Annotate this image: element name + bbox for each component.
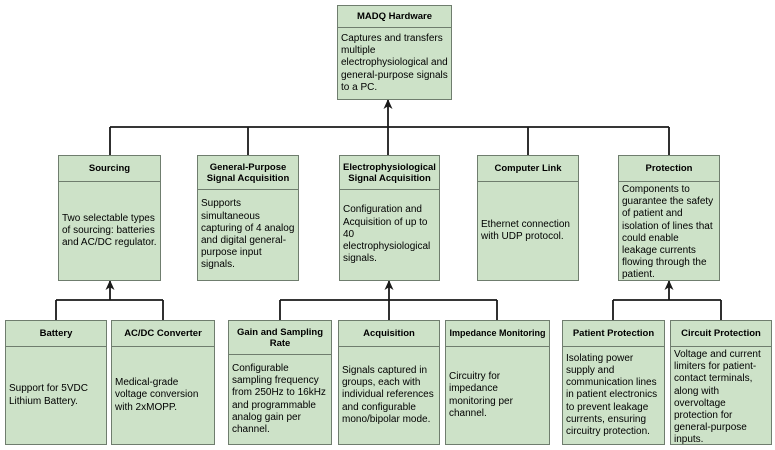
node-body: Configuration and Acquisition of up to 4… [343, 204, 431, 265]
node-title: Computer Link [478, 156, 578, 182]
node-body: Circuitry for impedance monitoring per c… [449, 371, 513, 419]
node-protection: Protection Components to guarantee the s… [618, 155, 720, 281]
arrow-up-icon [664, 280, 674, 290]
node-body: Two selectable types of sourcing: batter… [62, 212, 157, 249]
node-body: Ethernet connection with UDP protocol. [481, 218, 570, 242]
node-title: Circuit Protection [671, 321, 771, 347]
node-body: Signals captured in groups, each with in… [342, 364, 434, 425]
connector-protection-bus [612, 281, 722, 320]
node-title: Battery [6, 321, 106, 347]
node-body: Medical-grade voltage conversion with 2x… [115, 377, 199, 413]
node-body: Captures and transfers multiple electrop… [341, 32, 448, 93]
connector-electro-bus [279, 281, 498, 320]
node-body: Configurable sampling frequency from 250… [232, 362, 326, 435]
node-title: General-Purpose Signal Acquisition [198, 156, 298, 190]
node-gain-and-sampling-rate: Gain and Sampling Rate Configurable samp… [228, 320, 332, 445]
node-electrophysiological-signal-acquisition: Electrophysiological Signal Acquisition … [339, 155, 440, 281]
node-title: Acquisition [339, 321, 439, 347]
node-computer-link: Computer Link Ethernet connection with U… [477, 155, 579, 281]
node-title: Electrophysiological Signal Acquisition [340, 156, 439, 190]
node-title: MADQ Hardware [338, 6, 451, 28]
node-title: Impedance Monitoring [446, 321, 549, 347]
node-title: Sourcing [59, 156, 160, 182]
node-sourcing: Sourcing Two selectable types of sourcin… [58, 155, 161, 281]
node-circuit-protection: Circuit Protection Voltage and current l… [670, 320, 772, 445]
node-title: Gain and Sampling Rate [229, 321, 331, 355]
node-acdc-converter: AC/DC Converter Medical-grade voltage co… [111, 320, 215, 445]
node-body: Components to guarantee the safety of pa… [622, 184, 714, 281]
node-title: Protection [619, 156, 719, 182]
node-body: Isolating power supply and communication… [566, 352, 658, 437]
node-impedance-monitoring: Impedance Monitoring Circuitry for imped… [445, 320, 550, 445]
arrowheads [105, 99, 674, 290]
node-acquisition: Acquisition Signals captured in groups, … [338, 320, 440, 445]
connector-root-bus [109, 100, 670, 155]
node-title: AC/DC Converter [112, 321, 214, 347]
node-patient-protection: Patient Protection Isolating power suppl… [562, 320, 665, 445]
arrow-up-icon [105, 280, 115, 290]
arrow-up-icon [384, 280, 394, 290]
node-body: Support for 5VDC Lithium Battery. [9, 383, 88, 407]
node-body: Supports simultaneous capturing of 4 ana… [201, 198, 295, 271]
node-general-purpose-signal-acquisition: General-Purpose Signal Acquisition Suppo… [197, 155, 299, 281]
node-body: Voltage and current limiters for patient… [674, 349, 761, 446]
node-battery: Battery Support for 5VDC Lithium Battery… [5, 320, 107, 445]
arrow-up-icon [383, 99, 393, 109]
node-title: Patient Protection [563, 321, 664, 347]
node-madq-hardware: MADQ Hardware Captures and transfers mul… [337, 5, 452, 100]
